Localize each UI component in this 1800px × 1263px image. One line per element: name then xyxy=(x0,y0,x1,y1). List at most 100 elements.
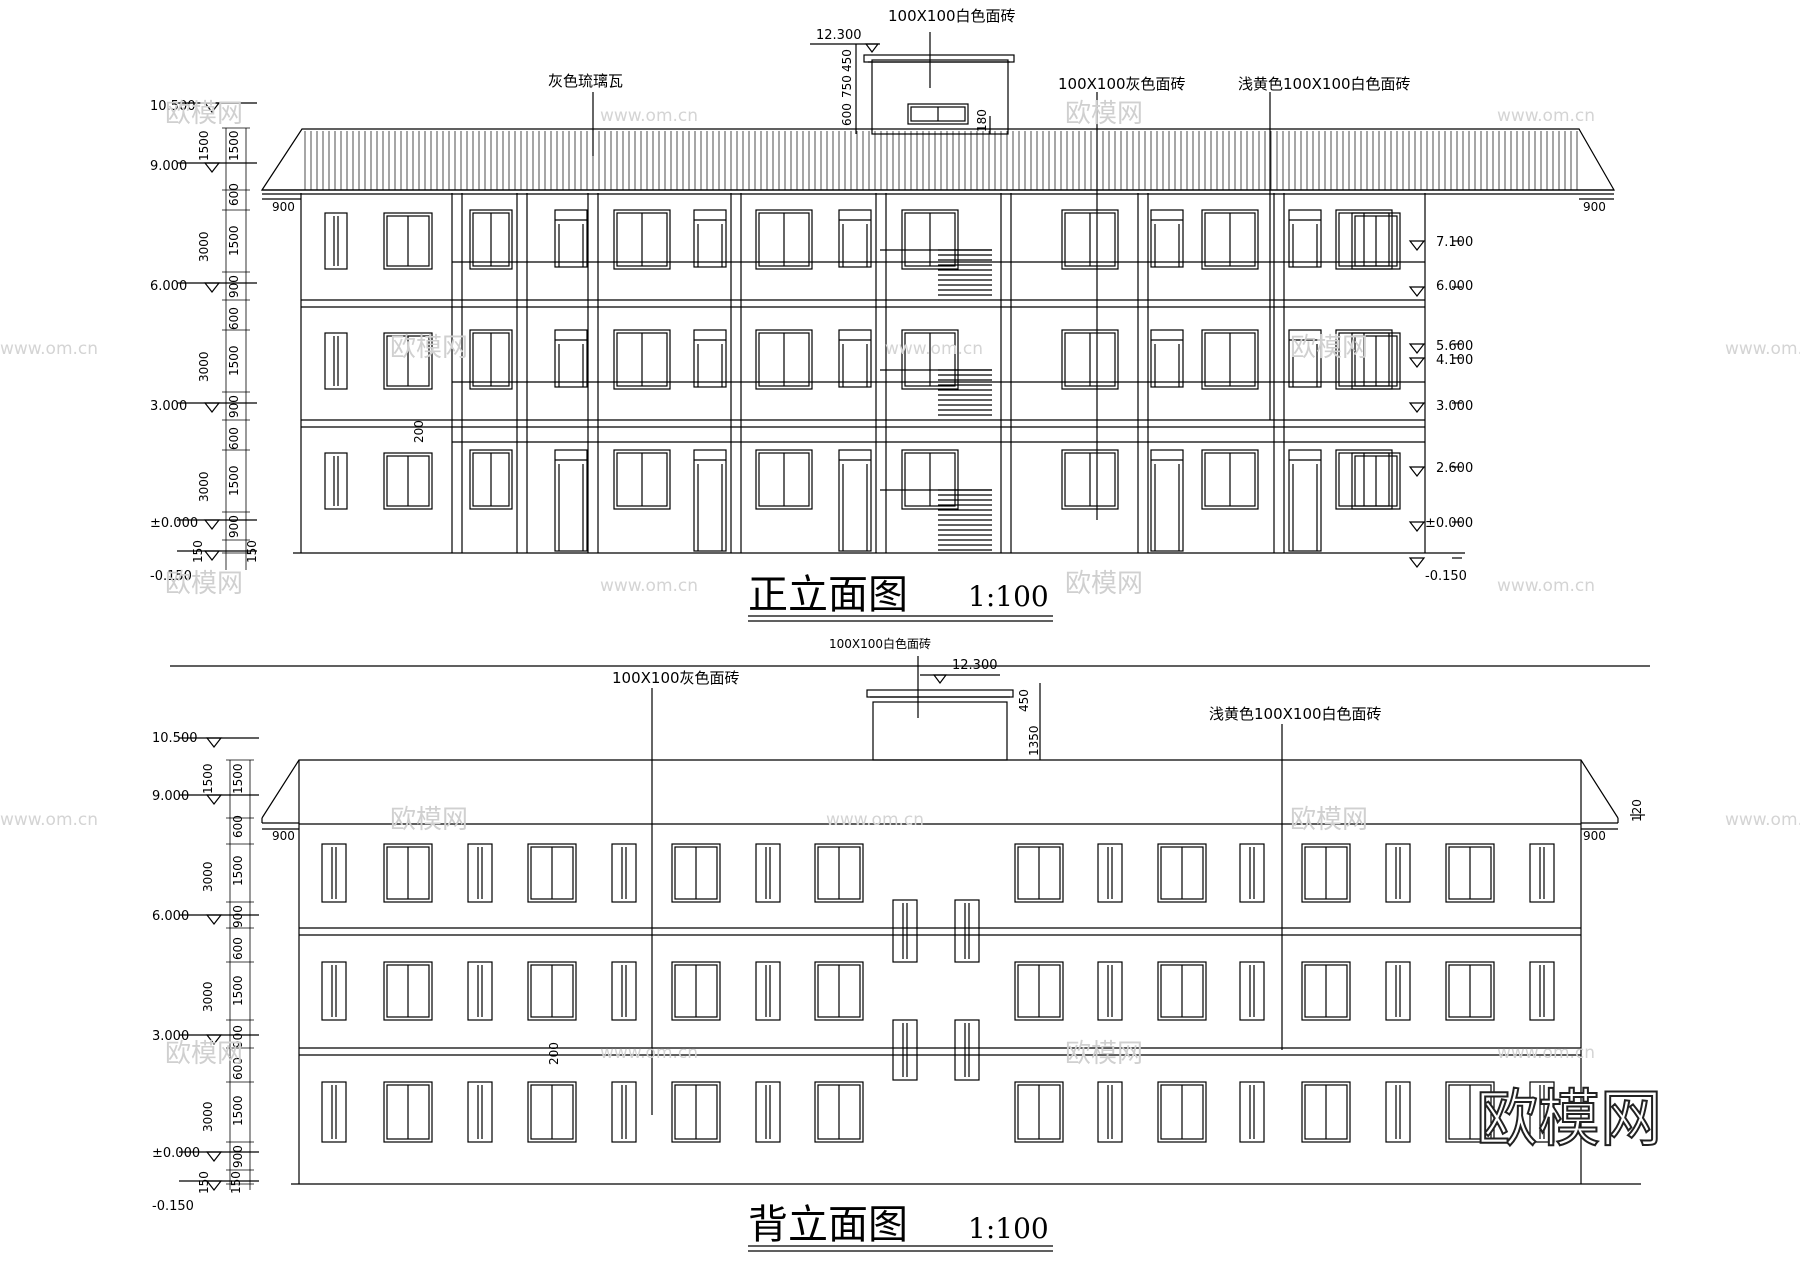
window-frame xyxy=(755,329,813,390)
narrow-window xyxy=(755,843,781,903)
window xyxy=(1201,209,1259,270)
front-dim: 900 xyxy=(227,395,241,418)
back-level-left: 6.000 xyxy=(152,909,189,924)
window-frame xyxy=(1201,209,1259,270)
front-title: 正立面图 xyxy=(748,572,908,618)
window-frame xyxy=(469,329,513,390)
front-level-right: 6.000 xyxy=(1436,279,1473,294)
front-elevation xyxy=(170,32,1650,667)
level-marker xyxy=(1408,343,1426,354)
door-frame xyxy=(1150,209,1184,268)
window-frame xyxy=(1529,961,1555,1021)
window xyxy=(613,449,671,510)
window xyxy=(814,1081,864,1143)
watermark-site: www.om.cn xyxy=(1497,576,1595,596)
front-note-roof-box-tile: 100X100白色面砖 xyxy=(888,7,1016,25)
window-frame xyxy=(1239,961,1265,1021)
door xyxy=(838,209,872,268)
front-level-right: ±0.000 xyxy=(1425,516,1473,531)
back-note-grey-tile: 100X100灰色面砖 xyxy=(612,669,740,687)
door xyxy=(1150,329,1184,388)
window-frame xyxy=(324,332,348,390)
front-dim: 1500 xyxy=(227,345,241,376)
window xyxy=(383,452,433,510)
window-frame xyxy=(1301,843,1351,903)
stair-flight xyxy=(938,489,992,551)
window xyxy=(1014,961,1064,1021)
back-level-left: 9.000 xyxy=(152,789,189,804)
back-note-yellow-tile: 浅黄色100X100白色面砖 xyxy=(1209,705,1382,723)
window xyxy=(383,1081,433,1143)
front-level-right: 2.600 xyxy=(1436,461,1473,476)
watermark-site: www.om.cn xyxy=(0,810,98,830)
window-frame xyxy=(1529,843,1555,903)
watermark-site: www.om.cn xyxy=(1725,339,1800,359)
window xyxy=(671,961,721,1021)
door-frame xyxy=(554,209,588,268)
door xyxy=(1288,329,1322,388)
front-roofbox-dim: 180 xyxy=(975,109,989,132)
window-frame xyxy=(892,1019,918,1081)
window-frame xyxy=(383,332,433,390)
window xyxy=(1157,1081,1207,1143)
narrow-window xyxy=(1529,1081,1555,1143)
window-frame xyxy=(467,843,493,903)
window-frame xyxy=(1097,843,1123,903)
level-marker xyxy=(1408,240,1426,251)
door-frame xyxy=(693,329,727,388)
back-dim: 900 xyxy=(231,905,245,928)
window-frame xyxy=(1351,212,1401,270)
window-frame xyxy=(527,843,577,903)
window xyxy=(469,449,513,510)
front-dim: 600 xyxy=(227,183,241,206)
narrow-window xyxy=(954,899,980,963)
door xyxy=(554,209,588,268)
door xyxy=(554,329,588,388)
window xyxy=(901,329,959,390)
back-dim: 1500 xyxy=(231,855,245,886)
window-frame xyxy=(611,843,637,903)
window-frame xyxy=(901,449,959,510)
window xyxy=(1061,449,1119,510)
door xyxy=(693,209,727,268)
door-frame xyxy=(838,449,872,552)
window-frame xyxy=(321,961,347,1021)
back-dim: 900 xyxy=(231,1145,245,1168)
back-dim: 1500 xyxy=(231,975,245,1006)
roof-box-cap xyxy=(866,689,1014,698)
door xyxy=(838,449,872,552)
narrow-window xyxy=(1097,1081,1123,1143)
front-band-dim: 200 xyxy=(412,420,426,443)
narrow-window xyxy=(467,1081,493,1143)
watermark-site: www.om.cn xyxy=(1725,810,1800,830)
window-frame xyxy=(901,209,959,270)
front-dim: 1500 xyxy=(227,465,241,496)
front-level-left: ±0.000 xyxy=(150,516,198,531)
front-group-dim: 3000 xyxy=(197,471,211,502)
front-roofbox-dim: 750 xyxy=(840,75,854,98)
window-frame xyxy=(469,209,513,270)
window-frame xyxy=(1529,1081,1555,1143)
watermark-brand: 欧模网 xyxy=(165,1039,243,1069)
window xyxy=(1445,1081,1495,1143)
window-frame xyxy=(954,899,980,963)
narrow-window xyxy=(755,961,781,1021)
window-frame xyxy=(613,209,671,270)
window-frame xyxy=(383,212,433,270)
window-frame xyxy=(814,843,864,903)
door xyxy=(1288,449,1322,552)
window xyxy=(1301,843,1351,903)
level-marker xyxy=(205,1151,223,1162)
back-group-dim: 3000 xyxy=(201,861,215,892)
front-group-dim: 150 xyxy=(191,540,205,563)
narrow-window xyxy=(1097,843,1123,903)
narrow-window xyxy=(467,961,493,1021)
window-frame xyxy=(907,103,969,125)
front-dim: 1500 xyxy=(197,130,211,161)
door-frame xyxy=(838,209,872,268)
window xyxy=(1335,449,1393,510)
window xyxy=(1445,843,1495,903)
window-frame xyxy=(1061,329,1119,390)
window xyxy=(1201,449,1259,510)
window xyxy=(1335,209,1393,270)
